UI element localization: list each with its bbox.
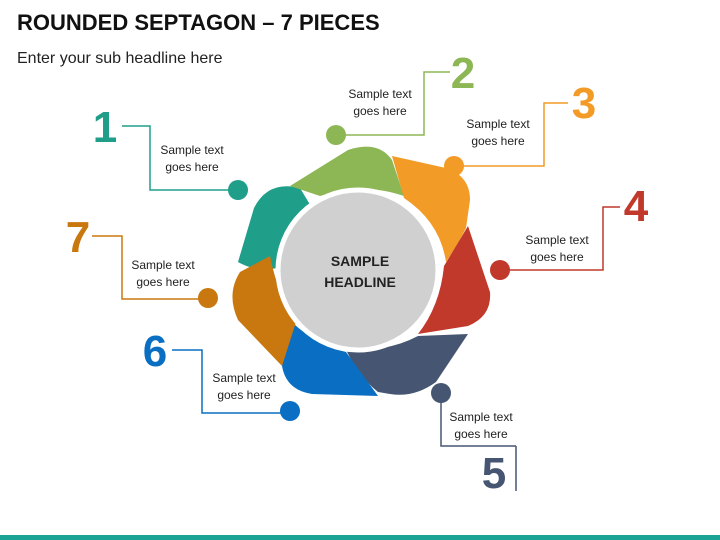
connector-dot: [228, 180, 248, 200]
slide-subtitle: Enter your sub headline here: [17, 50, 223, 67]
center-headline-line2: HEADLINE: [324, 274, 396, 290]
slide-title: ROUNDED SEPTAGON – 7 PIECES: [17, 10, 380, 35]
connector-line: [92, 235, 208, 300]
callout-text-line1: Sample text: [466, 117, 530, 131]
piece-4: [418, 226, 491, 334]
piece-number: 5: [482, 449, 506, 498]
connector-line: [336, 71, 450, 136]
callout-text-line2: goes here: [471, 134, 525, 148]
piece-3: [392, 156, 470, 262]
center-circle: [275, 187, 441, 353]
piece-number: 4: [624, 182, 649, 231]
callout-6: 6 Sample text goes here: [143, 327, 300, 421]
callout-5: 5 Sample text goes here: [431, 383, 517, 498]
connector-dot: [198, 288, 218, 308]
connector-dot: [280, 401, 300, 421]
callout-2: 2 Sample text goes here: [326, 49, 475, 145]
connector-dot: [490, 260, 510, 280]
connector-line: [122, 125, 238, 191]
callout-text-line1: Sample text: [449, 410, 513, 424]
piece-number: 1: [93, 103, 117, 152]
callout-text-line1: Sample text: [160, 143, 224, 157]
connector-dot: [326, 125, 346, 145]
connector-line: [454, 102, 568, 167]
callout-text-line2: goes here: [217, 388, 271, 402]
bottom-accent-bar: [0, 535, 720, 540]
callout-1: 1 Sample text goes here: [93, 103, 248, 200]
callout-text-line1: Sample text: [525, 233, 589, 247]
callout-4: 4 Sample text goes here: [490, 182, 649, 280]
connector-line: [440, 393, 516, 447]
piece-6: [282, 318, 378, 396]
connector-dot: [444, 156, 464, 176]
callout-text-line2: goes here: [454, 427, 508, 441]
piece-2: [290, 146, 404, 196]
connector-dot: [431, 383, 451, 403]
callout-text-line1: Sample text: [348, 87, 412, 101]
callout-text-line1: Sample text: [212, 371, 276, 385]
callout-text-line2: goes here: [136, 275, 190, 289]
center-headline-line1: SAMPLE: [331, 253, 389, 269]
connector-line: [500, 206, 620, 271]
piece-number: 2: [451, 49, 475, 98]
septagon-pieces: [232, 146, 491, 396]
connector-line: [172, 349, 290, 414]
piece-number: 7: [66, 213, 90, 262]
callout-7: 7 Sample text goes here: [66, 213, 218, 308]
callout-3: 3 Sample text goes here: [444, 79, 596, 176]
piece-number: 3: [572, 79, 596, 128]
piece-1: [238, 186, 312, 270]
callout-text-line2: goes here: [165, 160, 219, 174]
callout-text-line2: goes here: [530, 250, 584, 264]
callout-text-line1: Sample text: [131, 258, 195, 272]
callout-text-line2: goes here: [353, 104, 407, 118]
piece-7: [232, 256, 296, 366]
piece-number: 6: [143, 327, 167, 376]
